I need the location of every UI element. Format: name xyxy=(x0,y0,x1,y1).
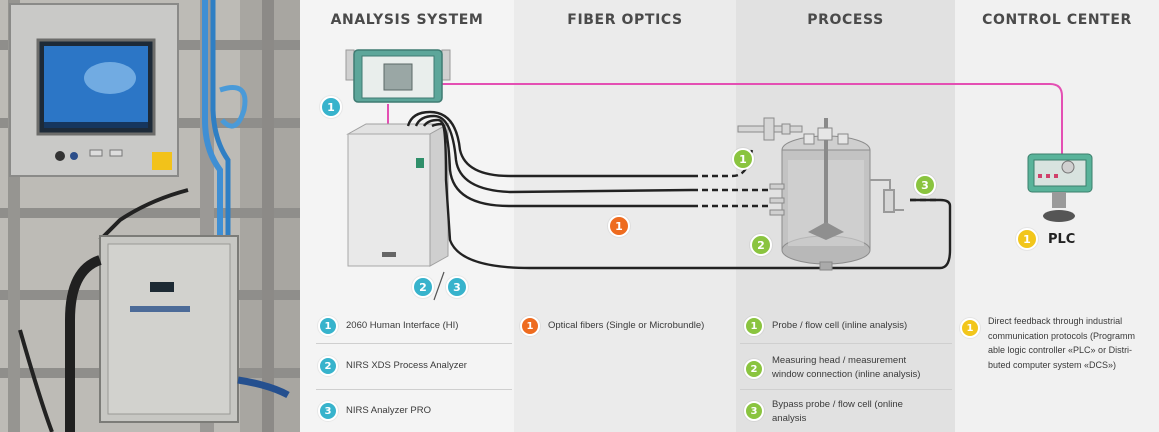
legend-text-line: communication protocols (Programm xyxy=(988,330,1136,341)
legend-text: NIRS XDS Process Analyzer xyxy=(346,360,467,371)
installation-photo xyxy=(0,0,300,432)
legend-badge: 1 xyxy=(520,316,540,336)
badge-analysis-2: 2 xyxy=(412,276,434,298)
badge-process-2: 2 xyxy=(750,234,772,256)
badge-control-1: 1 xyxy=(1016,228,1038,250)
bypass-loop xyxy=(870,179,904,213)
badge-separator xyxy=(433,271,445,301)
legend-item-analysis-2: 2 NIRS XDS Process Analyzer xyxy=(318,356,467,376)
column-title-process: PROCESS xyxy=(807,12,884,28)
plc-label: PLC xyxy=(1048,232,1076,247)
signal-line xyxy=(440,83,1063,155)
human-interface-device xyxy=(345,49,451,103)
legend-badge: 2 xyxy=(318,356,338,376)
column-title-analysis-system: ANALYSIS SYSTEM xyxy=(330,12,484,28)
legend-divider xyxy=(740,389,952,390)
legend-item-control-1: 1 Direct feedback through industrial com… xyxy=(960,314,1135,372)
legend-badge: 1 xyxy=(318,316,338,336)
legend-text-line: able logic controller «PLC» or Distri- xyxy=(988,345,1133,355)
legend-text: Measuring head / measurement window conn… xyxy=(772,354,920,382)
legend-item-process-2: 2 Measuring head / measurement window co… xyxy=(744,354,920,382)
legend-text: 2060 Human Interface (HI) xyxy=(346,320,459,331)
column-title-fiber-optics: FIBER OPTICS xyxy=(567,12,683,28)
legend-text: Probe / flow cell (inline analysis) xyxy=(772,320,908,331)
legend-badge: 3 xyxy=(744,401,764,421)
legend-item-analysis-1: 1 2060 Human Interface (HI) xyxy=(318,316,458,336)
legend-text-line: Direct feedback through industrial xyxy=(988,316,1123,326)
legend-text-line: buted computer system «DCS») xyxy=(988,359,1117,370)
badge-analysis-1: 1 xyxy=(320,96,342,118)
legend-badge: 1 xyxy=(960,318,980,338)
badge-fiber-1: 1 xyxy=(608,215,630,237)
legend-text: Direct feedback through industrial commu… xyxy=(988,314,1135,372)
legend-divider xyxy=(316,343,512,344)
process-analyzer-cabinet xyxy=(346,123,450,267)
legend-text: Bypass probe / flow cell (online analysi… xyxy=(772,398,903,426)
schematic-drawing xyxy=(345,49,1093,271)
legend-item-fiber-1: 1 Optical fibers (Single or Microbundle) xyxy=(520,316,704,336)
legend-item-analysis-3: 3 NIRS Analyzer PRO xyxy=(318,401,431,421)
legend-badge: 2 xyxy=(744,359,764,379)
badge-analysis-3: 3 xyxy=(446,276,468,298)
legend-item-process-3: 3 Bypass probe / flow cell (online analy… xyxy=(744,398,903,426)
legend-text-line: analysis xyxy=(772,413,807,424)
installation-photo-art xyxy=(0,0,300,432)
plc-terminal xyxy=(1027,153,1093,222)
legend-badge: 3 xyxy=(318,401,338,421)
badge-process-1: 1 xyxy=(732,148,754,170)
legend-text: NIRS Analyzer PRO xyxy=(346,405,431,416)
schematic-diagram: ANALYSIS SYSTEM FIBER OPTICS PROCESS CON… xyxy=(300,0,1159,432)
reactor-vessel xyxy=(769,118,871,271)
legend-text-line: Bypass probe / flow cell (online xyxy=(772,399,903,410)
legend-divider xyxy=(316,389,512,390)
legend-item-process-1: 1 Probe / flow cell (inline analysis) xyxy=(744,316,907,336)
legend-text-line: Measuring head / measurement xyxy=(772,355,907,366)
legend-text: Optical fibers (Single or Microbundle) xyxy=(548,320,705,331)
legend-divider xyxy=(740,343,952,344)
legend-badge: 1 xyxy=(744,316,764,336)
legend-text-line: window connection (inline analysis) xyxy=(772,369,921,380)
badge-process-3: 3 xyxy=(914,174,936,196)
column-title-control-center: CONTROL CENTER xyxy=(982,12,1132,28)
